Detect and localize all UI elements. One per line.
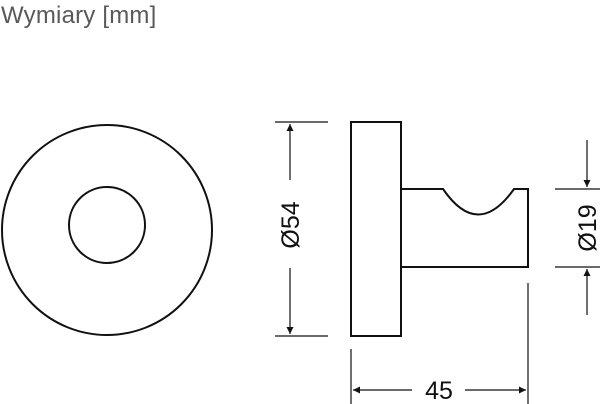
depth-label: 45 [425, 377, 453, 404]
front-view-inner-circle [68, 186, 146, 264]
side-view [350, 121, 529, 337]
dimension-diameter-base: Ø54 [275, 121, 328, 337]
page-title: Wymiary [mm] [1, 2, 157, 29]
side-view-hook-profile [401, 188, 529, 268]
diameter-hook-label: Ø19 [574, 204, 600, 251]
dimension-diameter-hook: Ø19 [555, 140, 600, 315]
front-view-outer-circle [1, 124, 213, 336]
side-view-base-plate [350, 121, 402, 337]
dimension-depth: 45 [350, 283, 529, 404]
front-view [1, 124, 213, 336]
diameter-base-label: Ø54 [277, 201, 305, 248]
